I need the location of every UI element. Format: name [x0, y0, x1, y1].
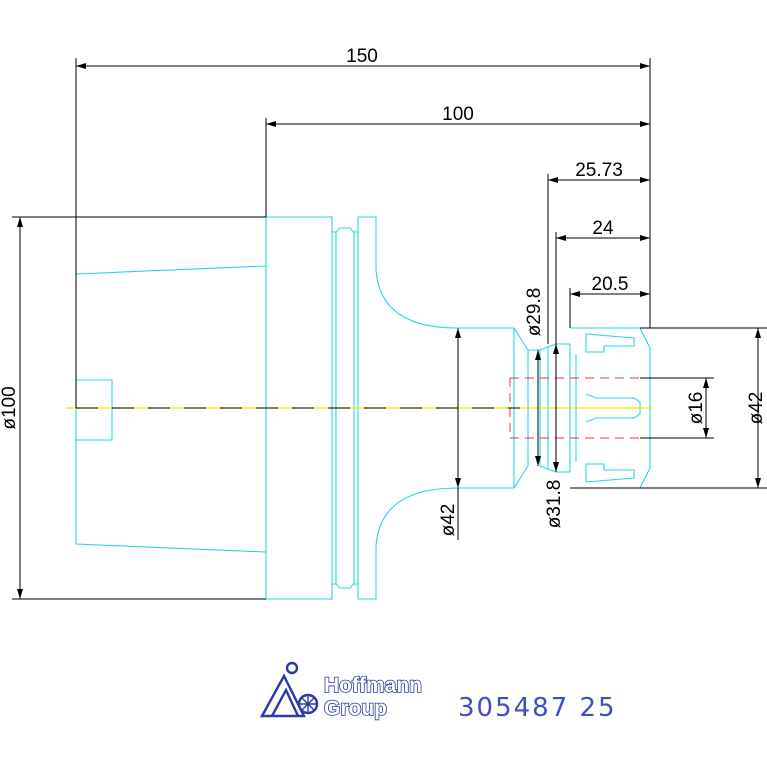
dim-shank-length: 100 [442, 104, 474, 125]
dim-20-5: 20.5 [592, 274, 629, 295]
dim-overall-length: 150 [346, 46, 378, 67]
dim-dia-nose: ø42 [746, 392, 767, 425]
dim-dia-neck: ø42 [438, 504, 459, 537]
dim-25-73: 25.73 [575, 160, 623, 181]
dimension-lines [12, 58, 767, 600]
part-number: 305487 25 [458, 693, 617, 723]
dim-dia-ring: ø31.8 [544, 480, 565, 529]
logo-figure-icon [259, 661, 319, 718]
dim-dia-bore: ø16 [686, 392, 707, 425]
dimension-labels: 150 100 25.73 24 20.5 ø100 ø29.8 ø42 ø31… [0, 46, 767, 536]
dim-dia-neck-small: ø29.8 [524, 288, 545, 337]
brand-line-1: Hoffmann [324, 674, 422, 697]
dim-dia-flange: ø100 [0, 386, 20, 429]
dim-24: 24 [592, 218, 614, 239]
hoffmann-group-logo: Hoffmann Group [259, 661, 423, 721]
brand-line-2: Group [324, 697, 387, 720]
